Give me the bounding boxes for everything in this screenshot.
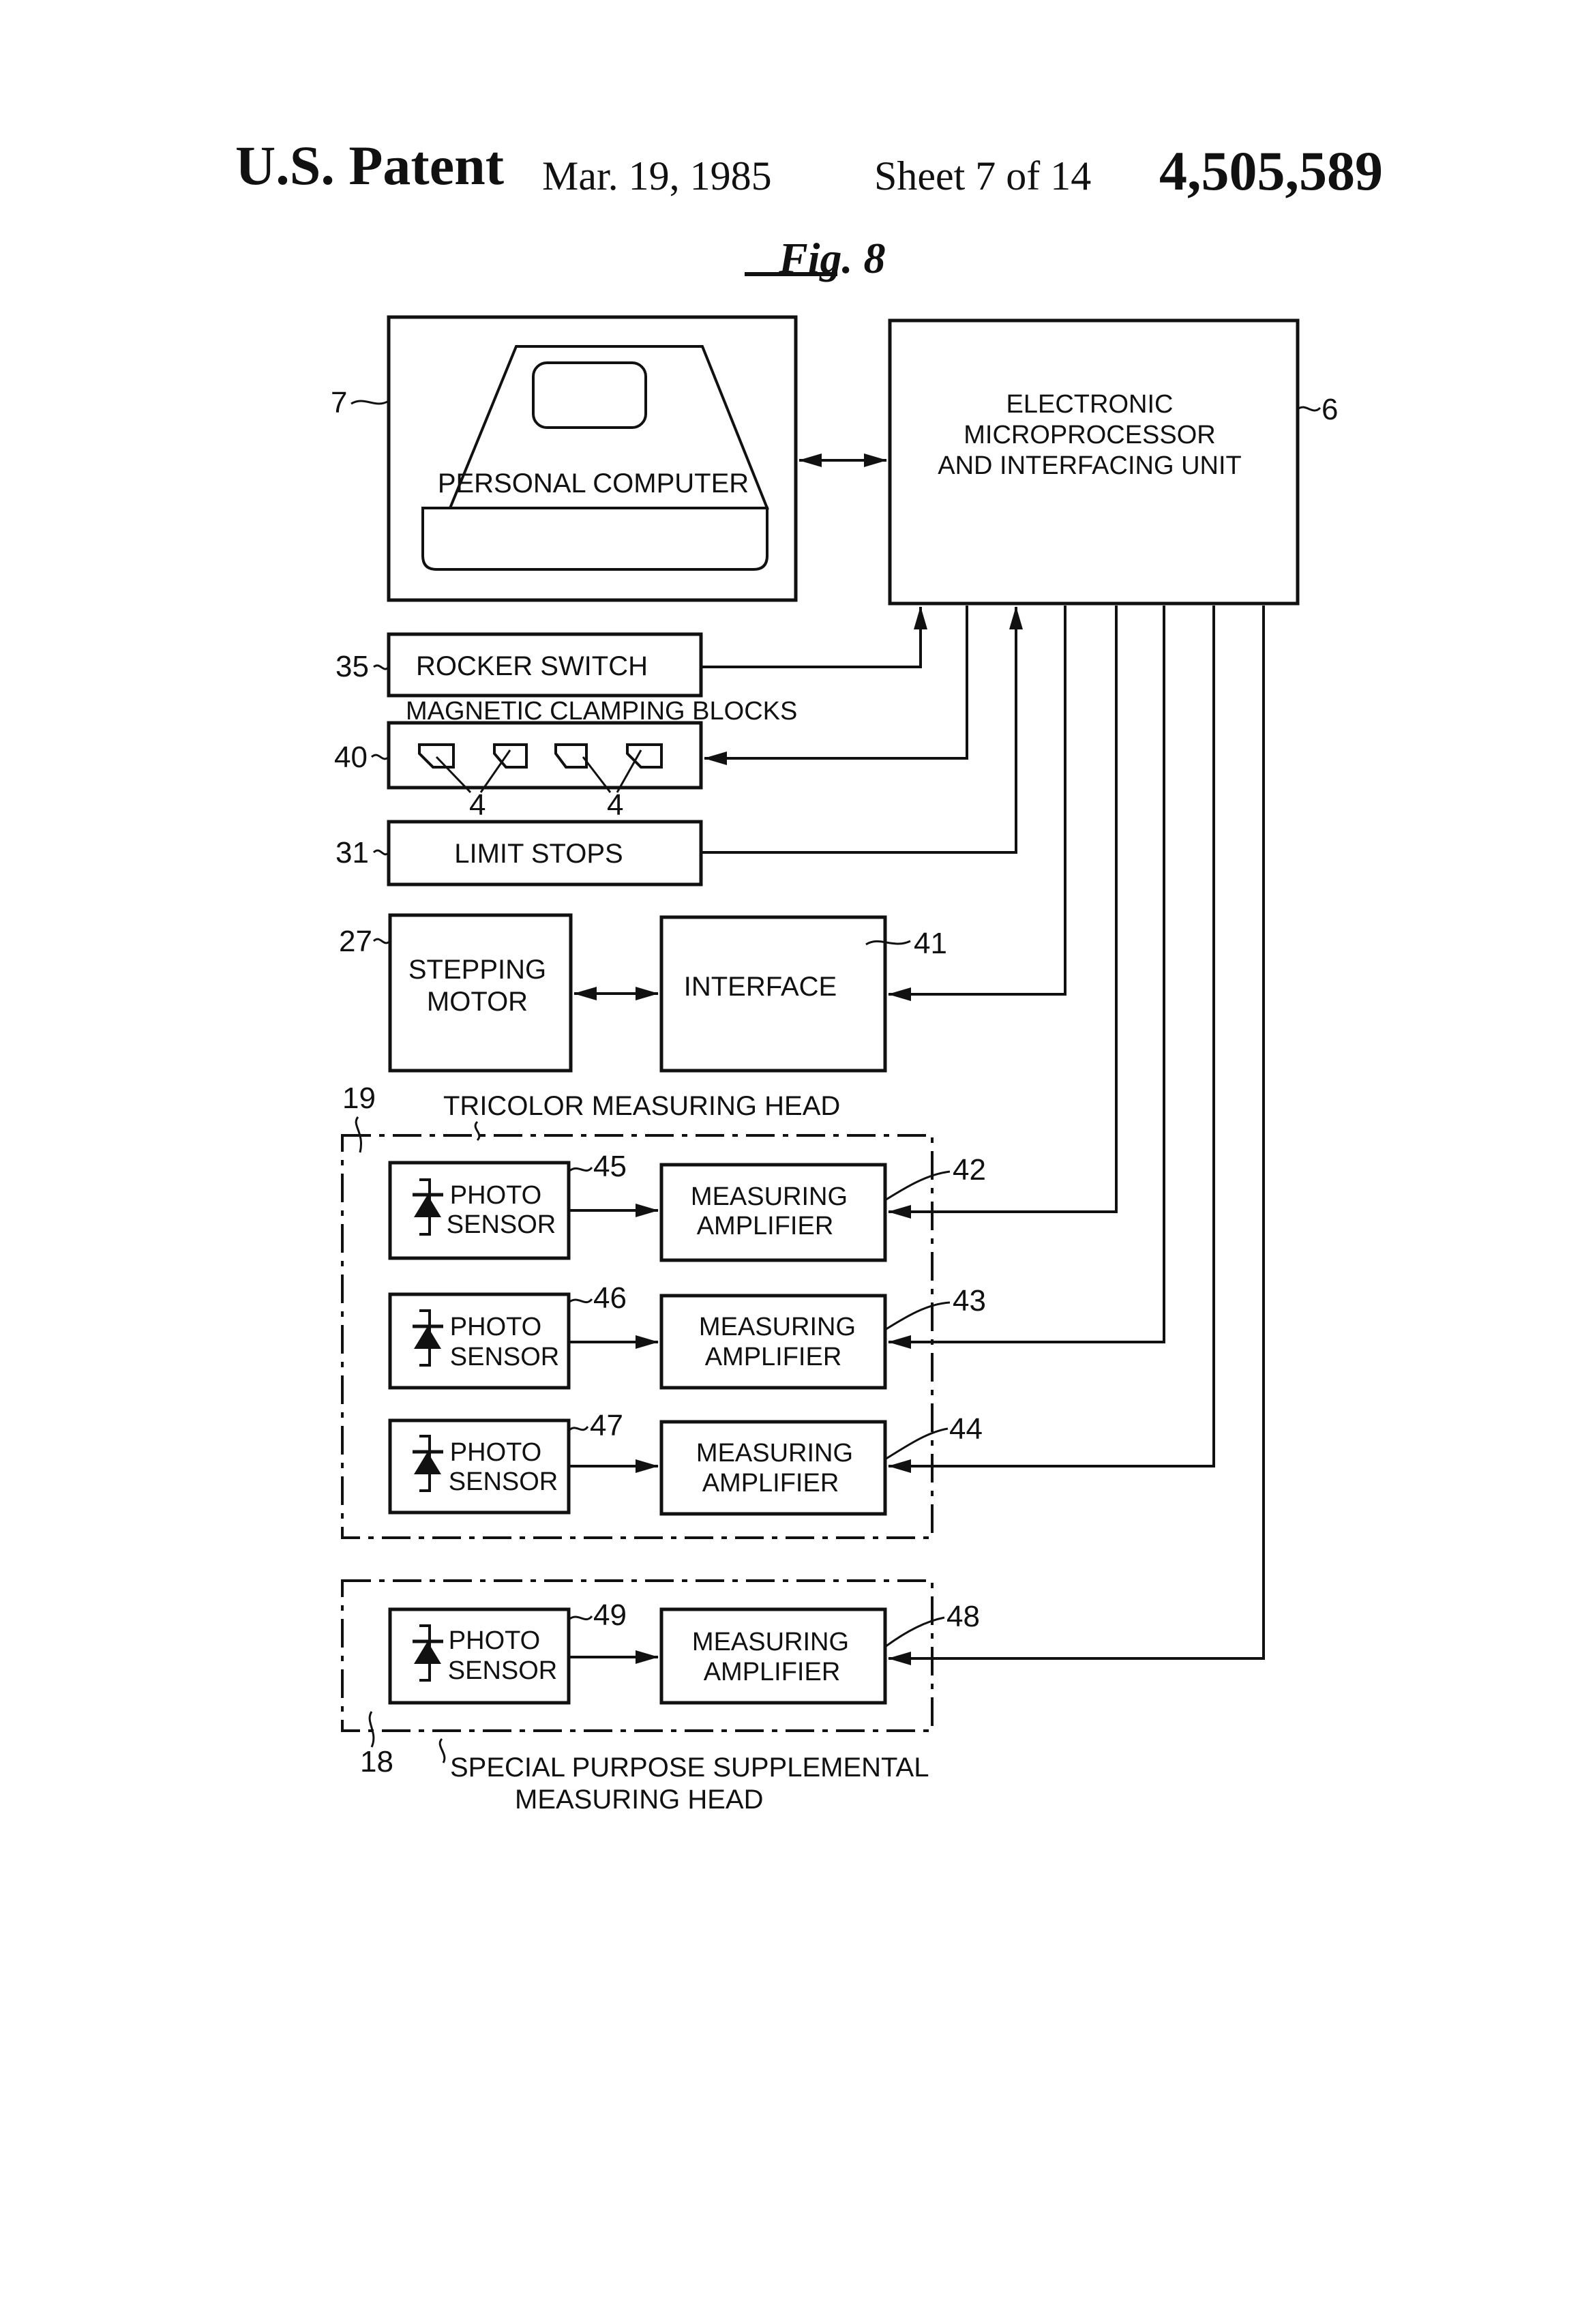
amp-48-line-2: AMPLIFIER	[704, 1658, 841, 1686]
ref-44: 44	[949, 1412, 983, 1446]
measuring-amplifier-48: MEASURING AMPLIFIER	[661, 1609, 885, 1703]
photodiode-icon	[413, 1436, 443, 1491]
patent-number: 4,505,589	[1159, 140, 1383, 202]
limit-stops-label: LIMIT STOPS	[454, 839, 623, 869]
stepping-motor-line-2: MOTOR	[427, 987, 528, 1017]
personal-computer-block: PERSONAL COMPUTER	[389, 317, 796, 600]
sheet-number: Sheet 7 of 14	[874, 153, 1091, 198]
amp-44-line-1: MEASURING	[696, 1439, 853, 1468]
sensor-45-line-2: SENSOR	[447, 1210, 556, 1239]
micro-to-amp48	[889, 606, 1264, 1658]
sensor-45-line-1: PHOTO	[450, 1181, 541, 1210]
photo-sensor-45: PHOTO SENSOR	[390, 1163, 569, 1258]
amp-44-line-2: AMPLIFIER	[702, 1469, 839, 1498]
microprocessor-line-2: MICROPROCESSOR	[964, 421, 1215, 449]
sensor-49-line-1: PHOTO	[449, 1626, 540, 1655]
photodiode-icon	[413, 1180, 443, 1234]
interface-label: INTERFACE	[684, 972, 837, 1002]
amp-43-line-1: MEASURING	[699, 1313, 856, 1341]
ref-45: 45	[593, 1150, 627, 1183]
ref-18: 18	[360, 1745, 393, 1778]
tricolor-head-label: TRICOLOR MEASURING HEAD	[443, 1091, 840, 1121]
micro-to-clamping	[704, 606, 967, 758]
measuring-amplifier-42: MEASURING AMPLIFIER	[661, 1165, 885, 1260]
supplemental-head-label-1: SPECIAL PURPOSE SUPPLEMENTAL	[450, 1753, 929, 1783]
stepping-motor-line-1: STEPPING	[408, 955, 546, 985]
ref-49: 49	[593, 1598, 627, 1632]
microprocessor-block: ELECTRONIC MICROPROCESSOR AND INTERFACIN…	[890, 321, 1298, 604]
supplemental-head-label-2: MEASURING HEAD	[515, 1785, 764, 1815]
ref-46: 46	[593, 1281, 627, 1315]
microprocessor-line-3: AND INTERFACING UNIT	[938, 451, 1241, 480]
limit-to-micro	[701, 607, 1016, 852]
stepping-motor-block: STEPPING MOTOR	[390, 915, 571, 1071]
rocker-switch-label: ROCKER SWITCH	[416, 651, 648, 681]
figure-title: Fig. 8	[778, 234, 885, 282]
photodiode-icon	[413, 1311, 443, 1365]
photo-sensor-49: PHOTO SENSOR	[390, 1609, 569, 1703]
amp-43-line-2: AMPLIFIER	[705, 1343, 842, 1371]
personal-computer-label: PERSONAL COMPUTER	[438, 468, 749, 498]
microprocessor-line-1: ELECTRONIC	[1006, 390, 1174, 419]
amp-42-line-1: MEASURING	[691, 1182, 848, 1211]
magnetic-clamping-block	[389, 723, 701, 792]
ref-41: 41	[914, 927, 947, 960]
ref-43: 43	[953, 1284, 986, 1317]
amp-48-line-1: MEASURING	[692, 1628, 849, 1656]
ref-4-right: 4	[607, 788, 623, 822]
micro-to-amp43	[889, 606, 1164, 1342]
photo-sensor-46: PHOTO SENSOR	[390, 1294, 569, 1388]
sensor-46-line-1: PHOTO	[450, 1313, 541, 1341]
ref-4-left: 4	[469, 788, 486, 822]
photo-sensor-47: PHOTO SENSOR	[390, 1420, 569, 1513]
measuring-amplifier-44: MEASURING AMPLIFIER	[661, 1422, 885, 1514]
sensor-47-line-1: PHOTO	[450, 1438, 541, 1467]
ref-27: 27	[339, 925, 372, 958]
rocker-to-micro	[701, 607, 921, 667]
ref-19: 19	[342, 1082, 376, 1115]
amp-42-line-2: AMPLIFIER	[697, 1212, 834, 1240]
photodiode-icon	[413, 1626, 443, 1680]
sensor-46-line-2: SENSOR	[450, 1343, 559, 1371]
interface-block: INTERFACE	[661, 917, 885, 1071]
ref-40: 40	[334, 741, 368, 774]
micro-to-amp42	[889, 606, 1116, 1212]
patent-date: Mar. 19, 1985	[542, 153, 772, 198]
ref-42: 42	[953, 1153, 986, 1187]
ref-47: 47	[590, 1409, 623, 1442]
limit-stops-block: LIMIT STOPS	[389, 822, 701, 884]
ref-6: 6	[1322, 393, 1338, 426]
measuring-amplifier-43: MEASURING AMPLIFIER	[661, 1296, 885, 1388]
computer-icon	[423, 346, 767, 569]
ref-31: 31	[335, 836, 369, 869]
clamp-block-icon	[419, 745, 661, 767]
rocker-switch-block: ROCKER SWITCH	[389, 634, 701, 696]
patent-label: U.S. Patent	[235, 134, 504, 196]
ref-7: 7	[331, 386, 347, 419]
ref-48: 48	[946, 1600, 980, 1633]
sensor-47-line-2: SENSOR	[449, 1468, 558, 1496]
sensor-49-line-2: SENSOR	[448, 1656, 557, 1685]
ref-35: 35	[335, 650, 369, 683]
